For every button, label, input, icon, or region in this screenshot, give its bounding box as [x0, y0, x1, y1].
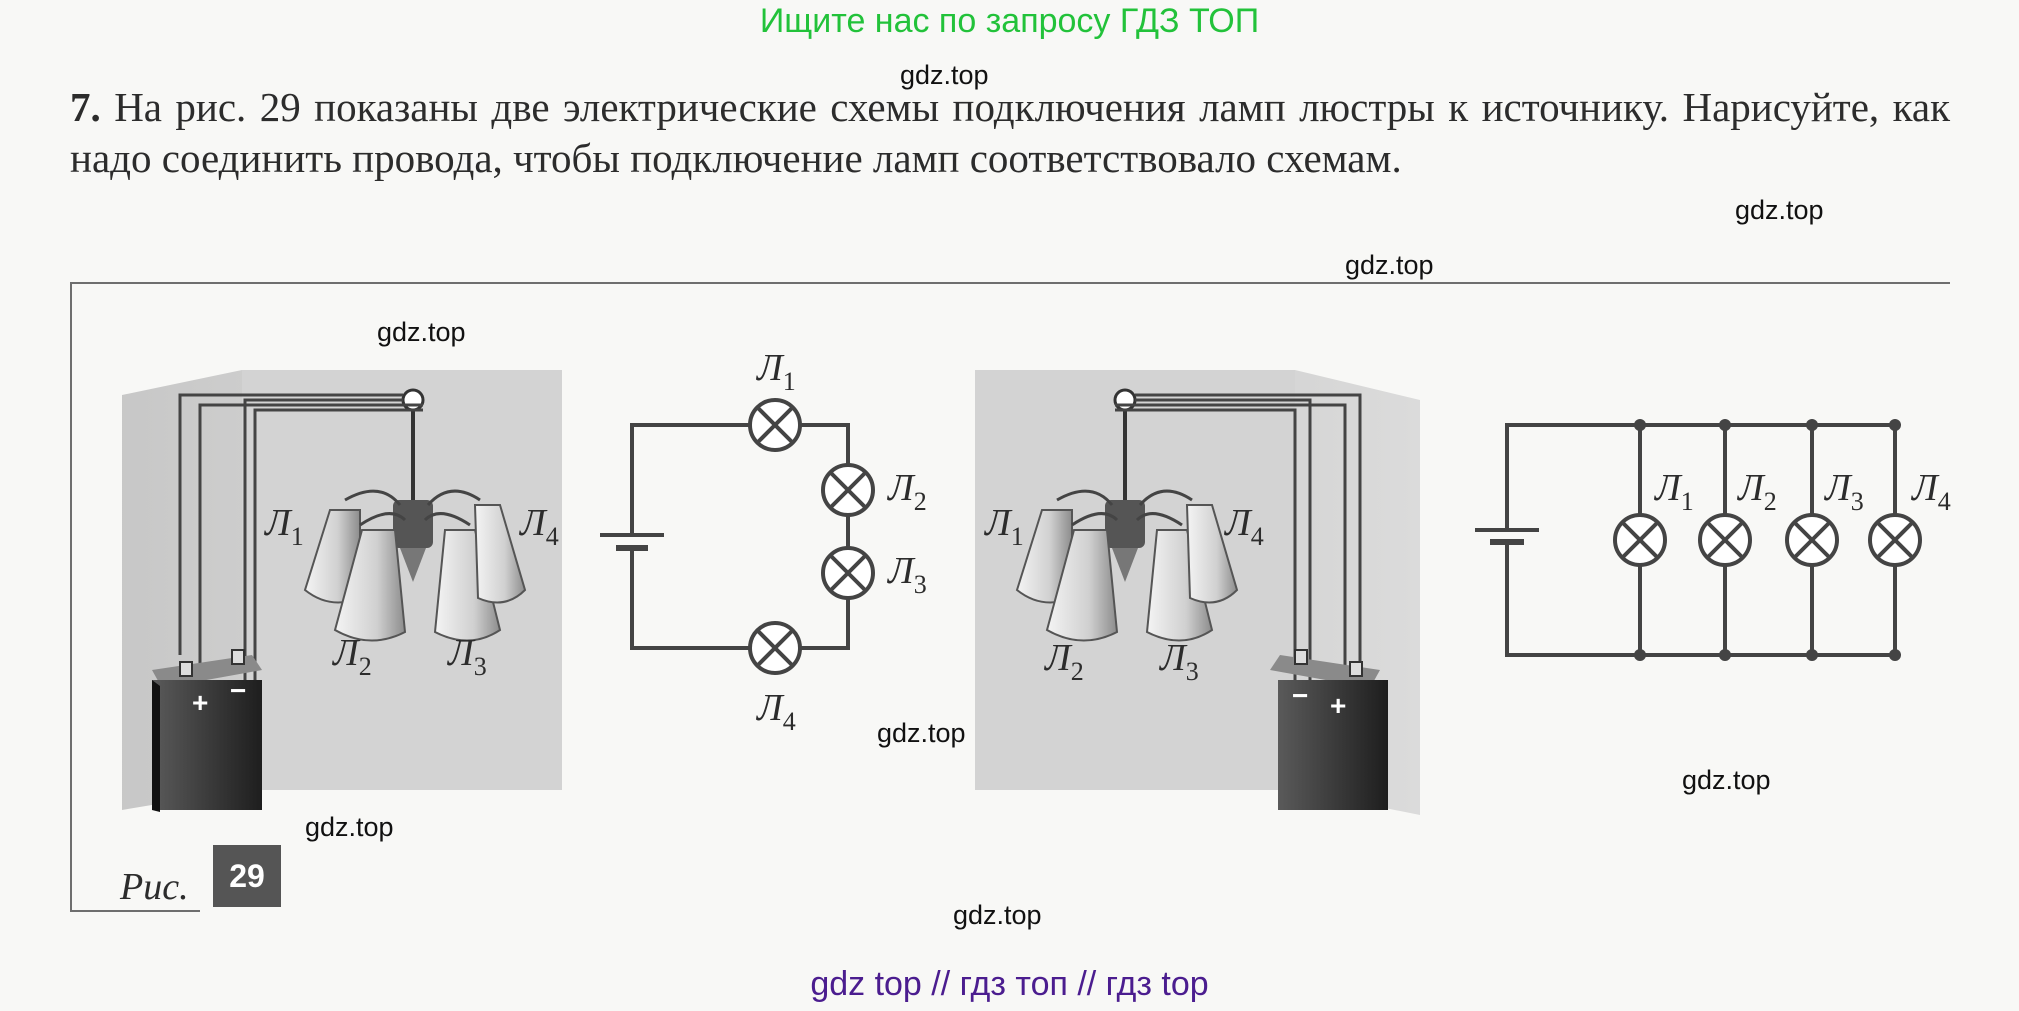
- parallel-lamp-labels: Л1 Л2 Л3 Л4: [1654, 467, 1951, 516]
- watermark: gdz.top: [377, 317, 466, 347]
- problem-number: 7.: [70, 84, 101, 130]
- svg-text:Л3: Л3: [1824, 467, 1864, 516]
- right-chandelier: [1015, 388, 1362, 690]
- series-lamps: [748, 398, 875, 675]
- problem-text: 7. На рис. 29 показаны две электрические…: [70, 82, 1950, 184]
- lamp-symbol: [1698, 513, 1752, 567]
- figure-frame-left: [70, 282, 72, 910]
- lamp-symbol: [1613, 513, 1667, 567]
- right-lamp-labels: Л1 Л4 Л2 Л3: [984, 502, 1264, 686]
- figure-caption: Рис.: [120, 866, 189, 908]
- parallel-junctions: [1634, 419, 1901, 661]
- right-battery-plus: +: [1330, 690, 1346, 721]
- svg-text:Л1: Л1: [264, 502, 304, 551]
- watermark: gdz.top: [1345, 250, 1434, 280]
- svg-text:Л2: Л2: [1044, 637, 1084, 686]
- svg-text:Л3: Л3: [887, 550, 927, 599]
- right-battery: − +: [1270, 649, 1388, 810]
- watermark: gdz.top: [900, 60, 989, 90]
- svg-text:Л4: Л4: [1224, 502, 1264, 551]
- left-battery: + −: [152, 649, 262, 812]
- watermark: gdz.top: [953, 900, 1042, 930]
- svg-text:Л2: Л2: [1737, 467, 1777, 516]
- series-lamp-labels: Л1 Л2 Л3 Л4: [756, 347, 927, 736]
- watermark: gdz.top: [1735, 195, 1824, 225]
- svg-text:Л3: Л3: [447, 632, 487, 681]
- footer-links: gdz top // гдз топ // гдз top: [810, 965, 1209, 1003]
- watermark: gdz.top: [305, 812, 394, 842]
- svg-text:Л2: Л2: [332, 632, 372, 681]
- lamp-symbol: [821, 546, 875, 600]
- svg-text:Л3: Л3: [1159, 637, 1199, 686]
- svg-text:Л4: Л4: [756, 687, 796, 736]
- svg-text:Л1: Л1: [1654, 467, 1694, 516]
- lamp-symbol: [748, 398, 802, 452]
- svg-text:Л4: Л4: [1911, 467, 1951, 516]
- svg-text:Л1: Л1: [984, 502, 1024, 551]
- parallel-lamps: [1613, 513, 1922, 567]
- lamp-symbol: [748, 621, 802, 675]
- left-battery-plus: +: [192, 687, 208, 718]
- figure-number-badge: 29: [213, 845, 281, 907]
- lamp-symbol: [1785, 513, 1839, 567]
- search-banner: Ищите нас по запросу ГДЗ ТОП: [759, 2, 1260, 40]
- right-battery-minus: −: [1292, 680, 1308, 711]
- svg-text:Л1: Л1: [756, 347, 796, 396]
- svg-text:Л4: Л4: [519, 502, 559, 551]
- lamp-symbol: [821, 463, 875, 517]
- figure-frame-top: [70, 282, 1950, 284]
- watermark: gdz.top: [1682, 765, 1771, 795]
- svg-text:Л2: Л2: [887, 467, 927, 516]
- series-circuit: [600, 423, 850, 650]
- left-chandelier: [178, 388, 527, 690]
- left-battery-minus: −: [230, 675, 246, 706]
- figure-frame-bottom: [70, 910, 200, 912]
- left-lamp-labels: Л1 Л4 Л2 Л3: [264, 502, 559, 681]
- problem-body: На рис. 29 показаны две электрические сх…: [70, 84, 1951, 181]
- lamp-symbol: [1868, 513, 1922, 567]
- watermark: gdz.top: [877, 718, 966, 748]
